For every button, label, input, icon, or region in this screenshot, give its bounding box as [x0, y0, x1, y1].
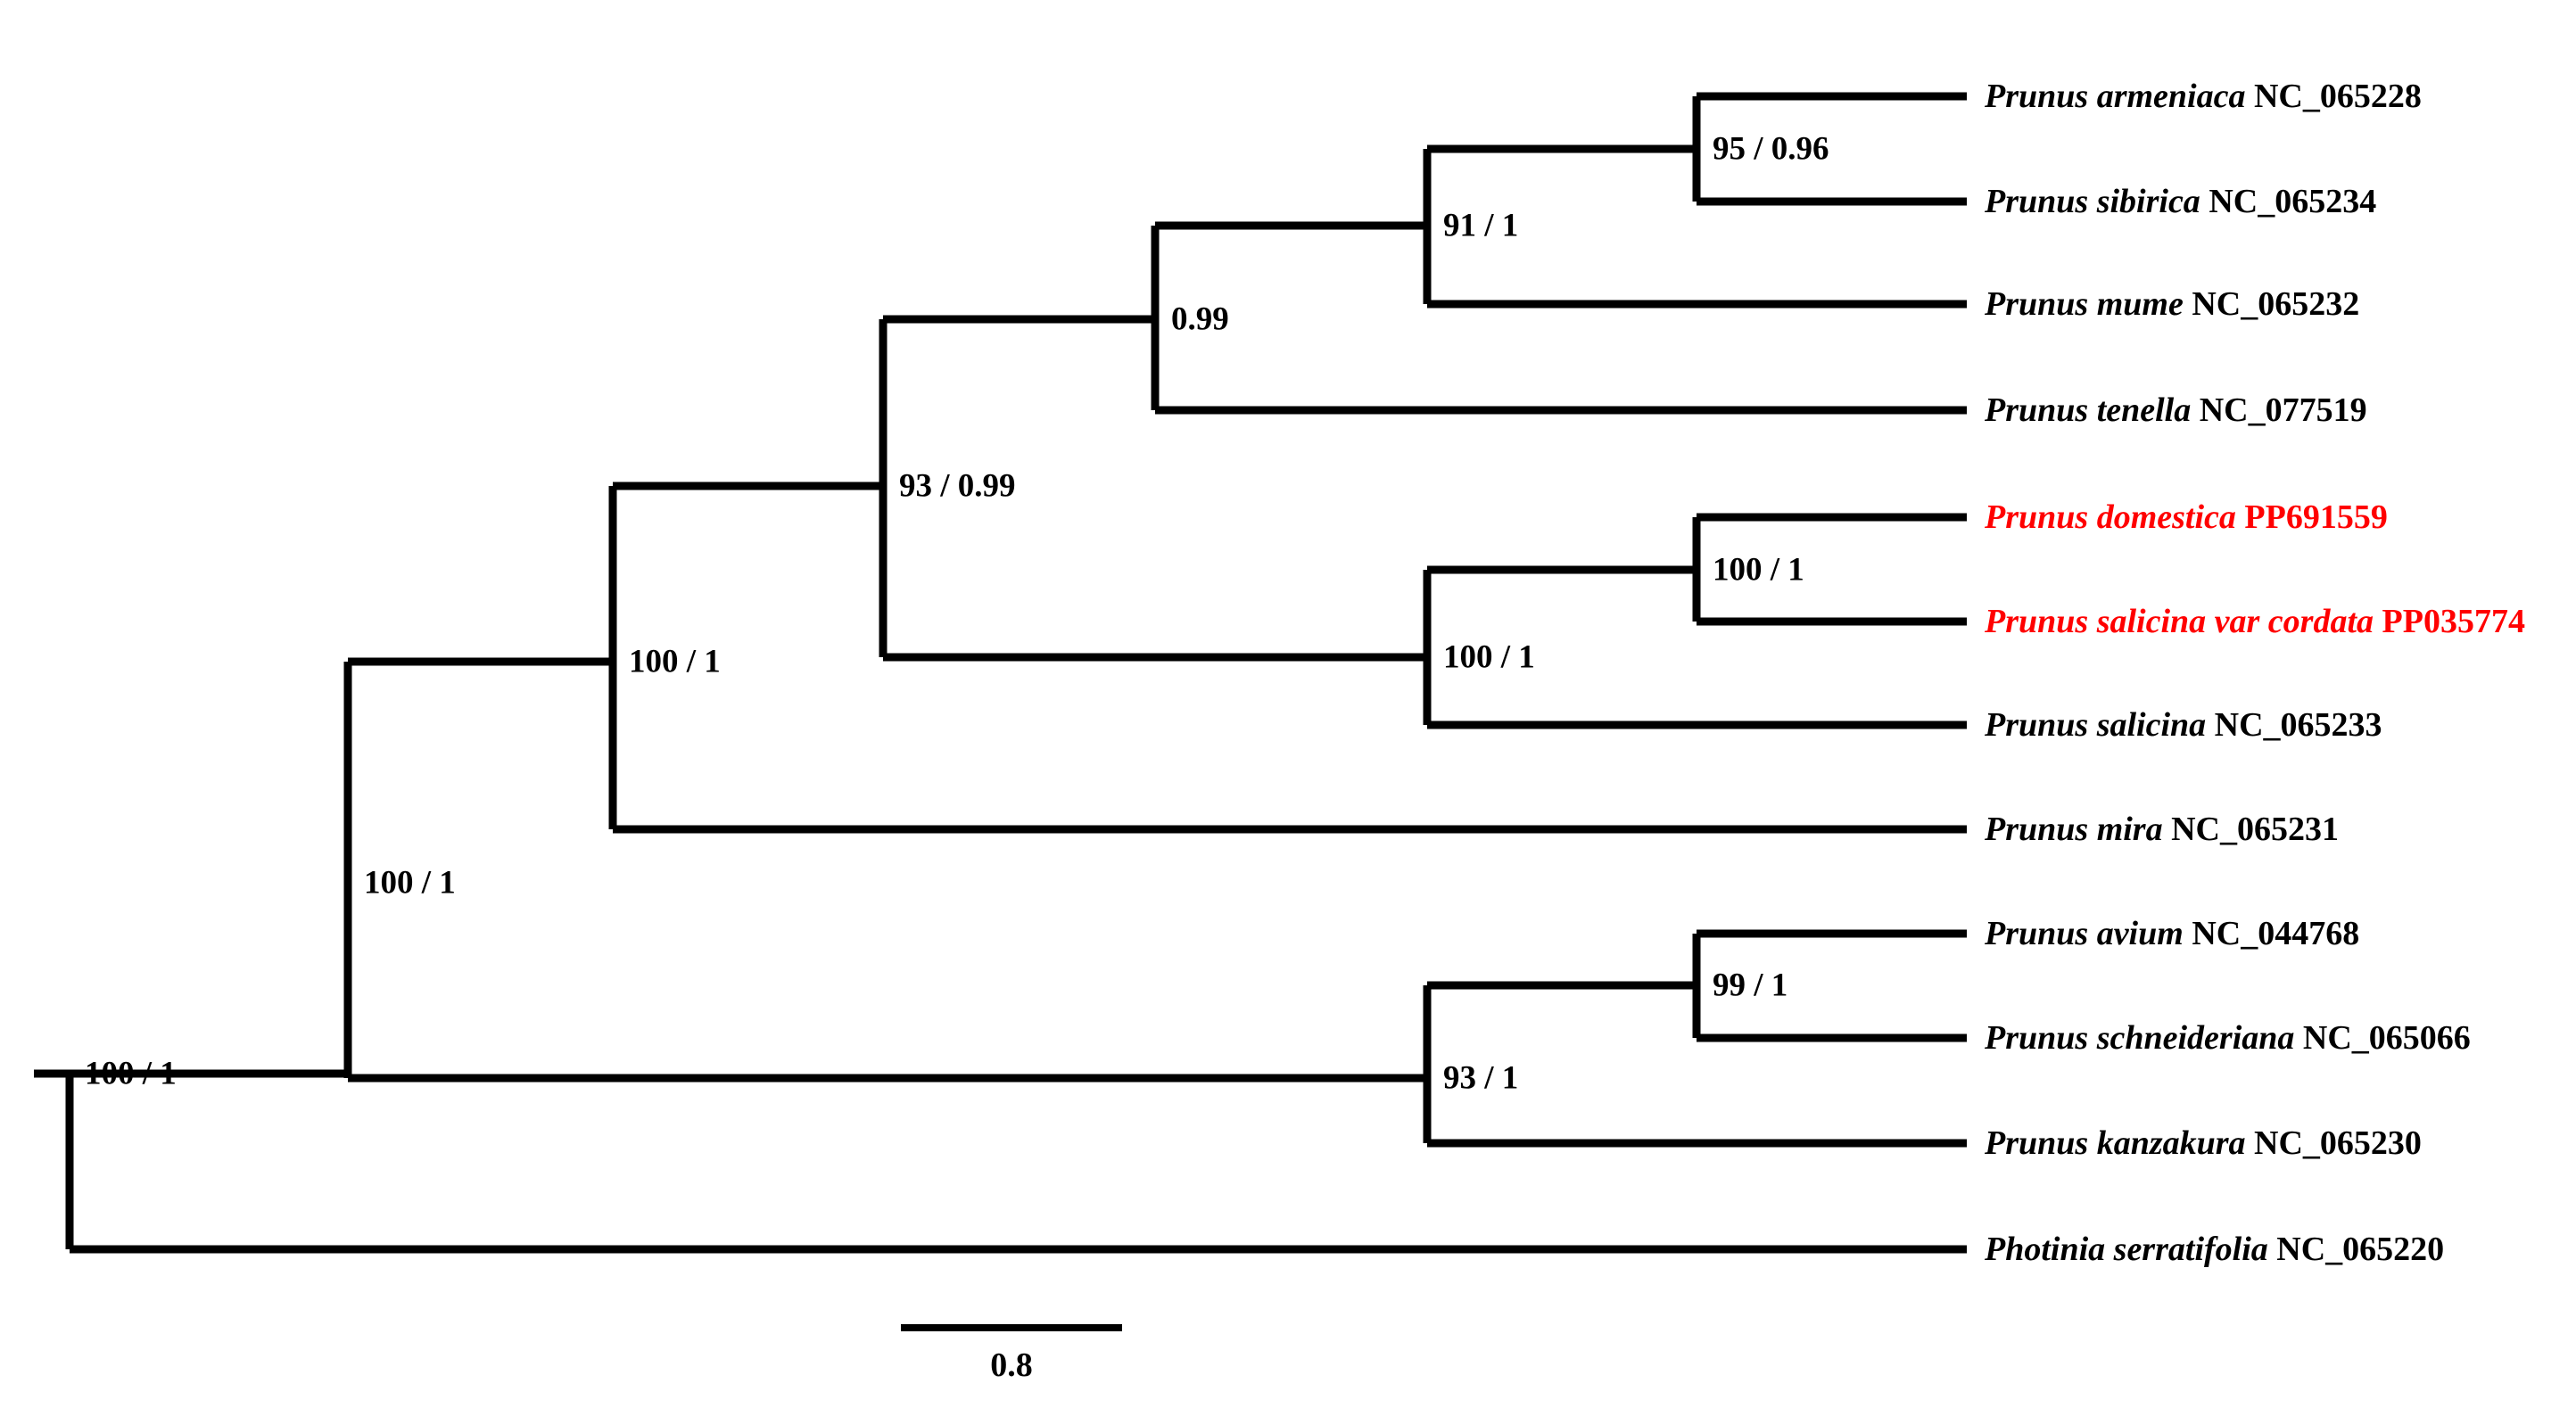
tip-label: Prunus tenella NC_077519 — [1985, 393, 2367, 427]
taxon-scientific-name: Prunus tenella — [1985, 391, 2192, 429]
taxon-scientific-name: Prunus mume — [1985, 285, 2184, 323]
taxon-accession-number: PP035774 — [2382, 603, 2525, 640]
taxon-accession-number: NC_065232 — [2192, 285, 2360, 323]
taxon-accession-number: PP691559 — [2244, 498, 2388, 536]
tip-label: Prunus sibirica NC_065234 — [1985, 185, 2376, 218]
taxon-scientific-name: Photinia serratifolia — [1985, 1231, 2268, 1268]
taxon-accession-number: NC_065230 — [2254, 1124, 2422, 1162]
tip-label: Prunus schneideriana NC_065066 — [1985, 1021, 2471, 1055]
taxon-accession-number: NC_077519 — [2199, 391, 2367, 429]
taxon-scientific-name: Prunus kanzakura — [1985, 1124, 2246, 1162]
taxon-scientific-name: Prunus domestica — [1985, 498, 2236, 536]
taxon-scientific-name: Prunus sibirica — [1985, 183, 2200, 220]
tip-label: Prunus armeniaca NC_065228 — [1985, 79, 2422, 113]
tip-label: Prunus kanzakura NC_065230 — [1985, 1126, 2422, 1160]
node-support-label: 100 / 1 — [85, 1055, 177, 1092]
taxon-accession-number: NC_065220 — [2276, 1231, 2445, 1268]
tip-label: Prunus avium NC_044768 — [1985, 917, 2359, 951]
node-support-label: 99 / 1 — [1713, 967, 1788, 1004]
tip-label: Prunus mira NC_065231 — [1985, 812, 2339, 846]
taxon-scientific-name: Prunus mira — [1985, 811, 2163, 848]
node-support-label: 93 / 1 — [1443, 1059, 1519, 1097]
tip-label: Prunus domestica PP691559 — [1985, 500, 2388, 534]
node-support-label: 95 / 0.96 — [1713, 130, 1829, 168]
taxon-accession-number: NC_044768 — [2192, 915, 2360, 952]
taxon-scientific-name: Prunus schneideriana — [1985, 1019, 2295, 1057]
tip-label: Prunus salicina NC_065233 — [1985, 708, 2382, 742]
taxon-scientific-name: Prunus armeniaca — [1985, 78, 2246, 115]
tip-label: Prunus mume NC_065232 — [1985, 287, 2359, 321]
node-support-label: 0.99 — [1171, 301, 1229, 338]
tip-label: Prunus salicina var cordata PP035774 — [1985, 605, 2525, 638]
taxon-accession-number: NC_065233 — [2214, 706, 2382, 744]
node-support-label: 100 / 1 — [364, 864, 456, 902]
tip-label: Photinia serratifolia NC_065220 — [1985, 1232, 2444, 1266]
scale-bar-label: 0.8 — [990, 1346, 1033, 1384]
taxon-scientific-name: Prunus salicina var cordata — [1985, 603, 2374, 640]
node-support-label: 100 / 1 — [629, 643, 721, 680]
node-support-label: 100 / 1 — [1443, 638, 1535, 676]
taxon-scientific-name: Prunus salicina — [1985, 706, 2207, 744]
node-support-label: 100 / 1 — [1713, 551, 1804, 589]
taxon-accession-number: NC_065234 — [2209, 183, 2377, 220]
node-support-label: 91 / 1 — [1443, 207, 1519, 244]
taxon-accession-number: NC_065228 — [2253, 78, 2422, 115]
node-support-label: 93 / 0.99 — [899, 467, 1016, 505]
taxon-scientific-name: Prunus avium — [1985, 915, 2184, 952]
taxon-accession-number: NC_065231 — [2171, 811, 2339, 848]
taxon-accession-number: NC_065066 — [2302, 1019, 2471, 1057]
